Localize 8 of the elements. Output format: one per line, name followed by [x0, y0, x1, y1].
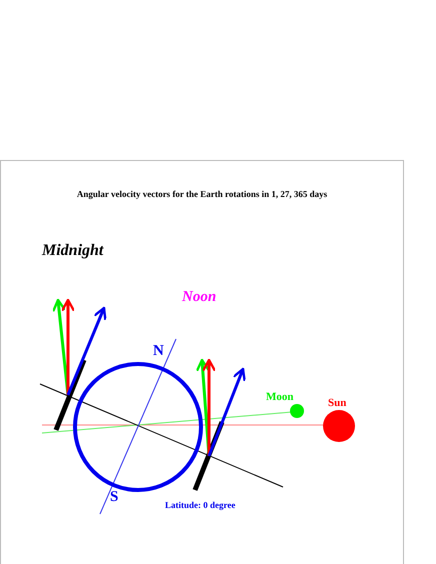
body-label: Moon [266, 392, 294, 403]
pole-label: S [110, 490, 118, 505]
pole-label: N [153, 344, 164, 359]
body-label: Sun [328, 398, 346, 409]
diagram-title: Angular velocity vectors for the Earth rotations in 1, 27, 365 days [76, 190, 328, 199]
latitude-label: Latitude: 0 degree [165, 501, 236, 510]
time-label: Midnight [42, 243, 104, 259]
time-label: Noon [182, 290, 216, 305]
